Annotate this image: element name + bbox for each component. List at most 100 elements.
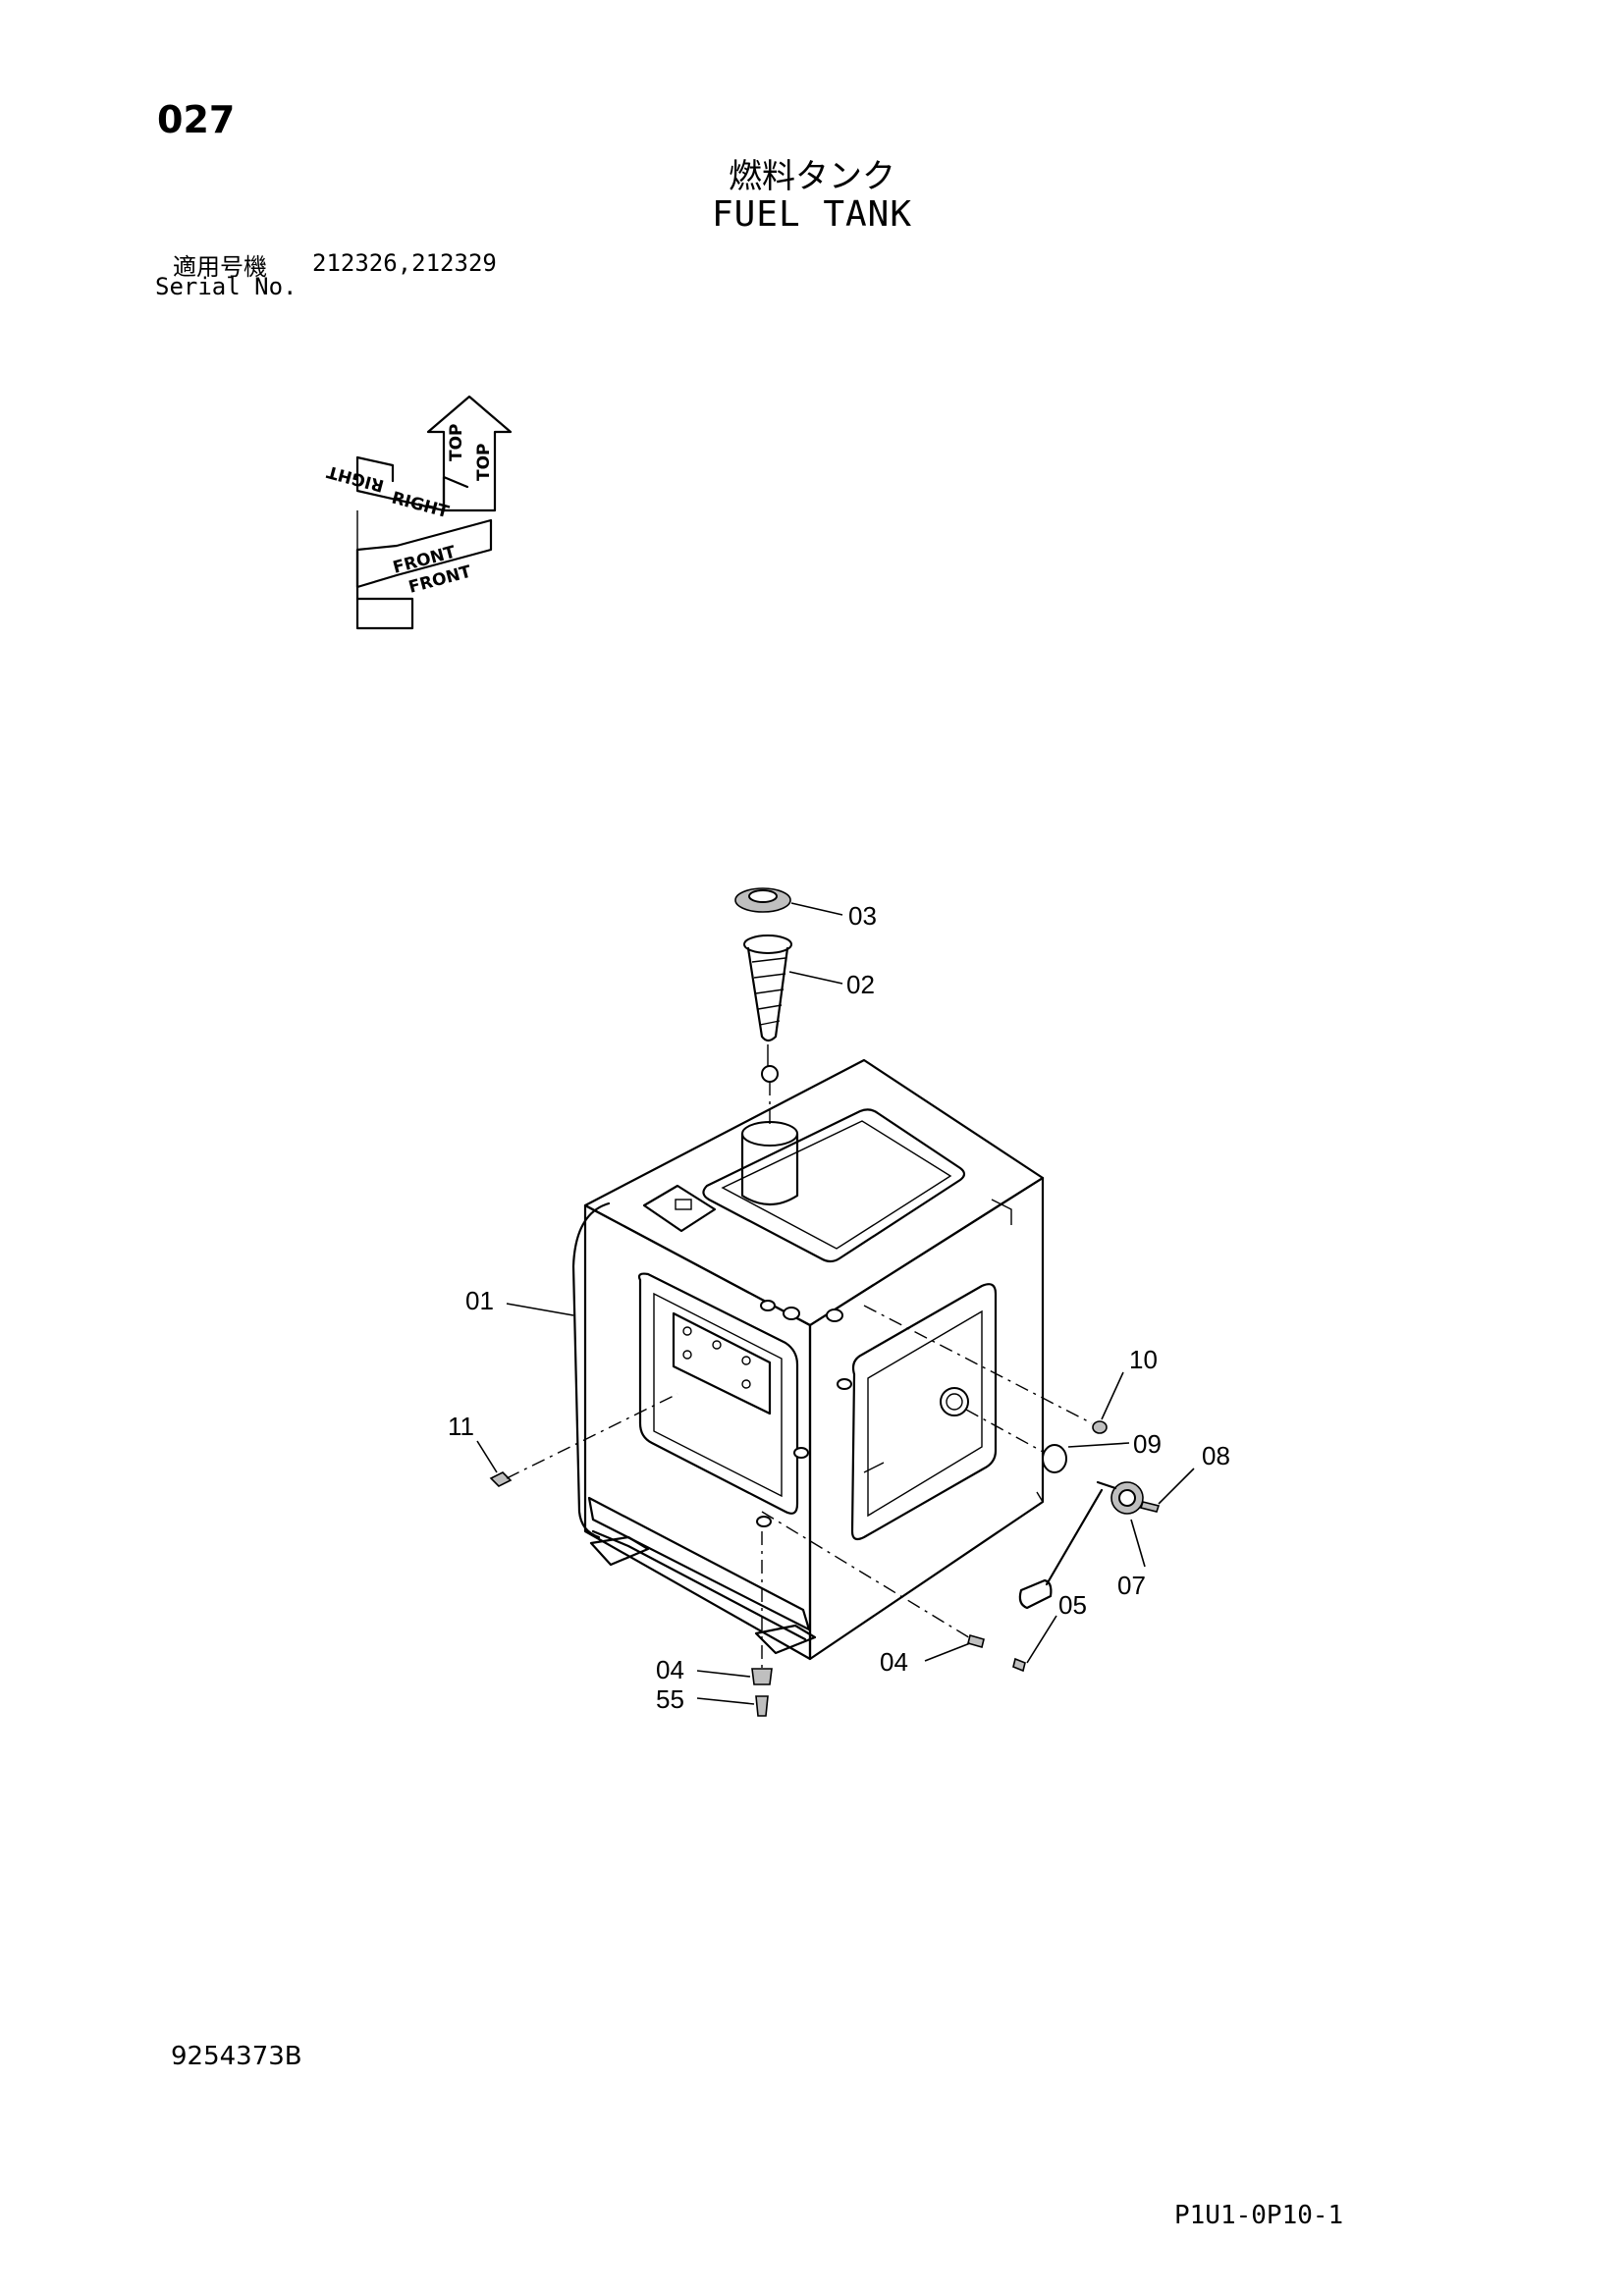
top-inspection-cover xyxy=(702,1108,966,1263)
skid-lower-edge xyxy=(591,1529,807,1641)
front-arrow-base xyxy=(355,548,414,630)
title-japanese: 燃料タンク xyxy=(729,157,895,196)
fitting-04-right xyxy=(967,1634,985,1648)
gauge-float xyxy=(1018,1578,1053,1610)
bolt-11-centerline xyxy=(506,1393,678,1479)
tank-front-edge xyxy=(571,1201,611,1539)
screw-08 xyxy=(1139,1501,1161,1513)
drain-centerline xyxy=(761,1511,973,1640)
top-bracket xyxy=(642,1184,717,1233)
title-english: FUEL TANK xyxy=(711,194,913,235)
strainer-ring xyxy=(761,1065,779,1083)
top-arrow xyxy=(426,395,513,512)
leader-04-bottom xyxy=(696,1670,751,1678)
strainer-body xyxy=(746,946,789,1042)
page-number: 027 xyxy=(157,98,236,141)
callout-04-right: 04 xyxy=(880,1647,908,1677)
callout-02: 02 xyxy=(846,970,875,999)
leader-05 xyxy=(1026,1615,1057,1664)
right-label-1: RIGHT xyxy=(325,461,387,496)
leader-09 xyxy=(1067,1442,1130,1448)
serial-numbers: 212326,212329 xyxy=(312,249,497,277)
top-cover-inner xyxy=(721,1120,952,1250)
top-arrow-edge xyxy=(468,396,512,433)
gasket-centerline xyxy=(965,1409,1046,1454)
plate-bolt xyxy=(682,1326,692,1336)
tank-right-face xyxy=(808,1176,1045,1661)
bottom-skid xyxy=(587,1496,811,1631)
fuel-tank-body xyxy=(571,1058,1045,1661)
weld-mark xyxy=(863,1462,1044,1503)
gasket-09 xyxy=(1042,1444,1067,1473)
gauge-port-inner xyxy=(946,1393,963,1411)
plug-10 xyxy=(1092,1420,1108,1434)
leader-08 xyxy=(1158,1468,1195,1505)
drawing-number: 9254373B xyxy=(171,2042,302,2071)
boss xyxy=(783,1307,800,1320)
filler-neck xyxy=(740,1132,799,1206)
callout-10: 10 xyxy=(1129,1345,1158,1374)
strainer-top xyxy=(743,934,792,954)
plate-bolt xyxy=(682,1350,692,1360)
boss xyxy=(756,1516,772,1527)
callout-55: 55 xyxy=(656,1684,684,1714)
callout-01: 01 xyxy=(465,1286,494,1315)
plug-10-centerline xyxy=(863,1305,1093,1424)
right-label-2: RIGHT xyxy=(390,489,452,523)
leader-11 xyxy=(476,1440,498,1473)
boss xyxy=(793,1447,809,1459)
fuel-cap-center xyxy=(748,889,778,903)
top-label-2: TOP xyxy=(474,443,494,481)
top-lug-right xyxy=(991,1199,1012,1225)
serial-label-english: Serial No. xyxy=(155,273,298,300)
callout-11: 11 xyxy=(448,1412,474,1441)
left-inspection-window xyxy=(637,1272,799,1515)
fitting-04-bottom xyxy=(751,1668,773,1685)
leader-01 xyxy=(506,1303,574,1316)
mounting-foot-front xyxy=(754,1624,817,1655)
fitting-55 xyxy=(755,1695,769,1717)
mounting-foot-left xyxy=(589,1535,650,1567)
callout-04-bottom: 04 xyxy=(656,1655,684,1684)
exploded-parts xyxy=(489,887,1161,1717)
plate-bolt xyxy=(712,1340,722,1350)
callout-07: 07 xyxy=(1117,1571,1146,1600)
tank-top-face xyxy=(583,1058,1045,1327)
leader-10 xyxy=(1101,1371,1124,1420)
leader-55 xyxy=(696,1697,755,1705)
right-arrow xyxy=(355,455,469,512)
callouts: 03 02 01 10 11 09 08 07 05 04 04 55 xyxy=(448,901,1230,1714)
leader-07 xyxy=(1130,1519,1146,1568)
right-arrow-head xyxy=(355,455,395,483)
gauge-float-arm xyxy=(1045,1480,1117,1586)
gauge-port xyxy=(940,1387,969,1416)
callout-08: 08 xyxy=(1202,1441,1230,1470)
boss xyxy=(837,1378,852,1390)
leader-04-right xyxy=(924,1642,971,1662)
filler-neck-top xyxy=(741,1121,798,1147)
boss xyxy=(826,1308,843,1322)
strainer-mesh xyxy=(751,957,786,1026)
top-bracket-hole xyxy=(675,1199,692,1210)
orientation-indicator: TOP TOP RIGHT RIGHT FRONT FRONT xyxy=(325,395,513,630)
callout-09: 09 xyxy=(1133,1429,1162,1459)
callout-05: 05 xyxy=(1058,1590,1087,1620)
left-window-inner xyxy=(653,1292,783,1498)
plate-bolt xyxy=(741,1379,751,1389)
leader-02 xyxy=(788,971,843,985)
serial-label-japanese: 適用号機 xyxy=(173,253,267,281)
plate-bolt xyxy=(741,1356,751,1365)
bolt-11 xyxy=(489,1471,513,1487)
leader-03 xyxy=(790,902,843,916)
callout-03: 03 xyxy=(848,901,877,931)
level-gauge-face xyxy=(1118,1489,1136,1507)
tank-left-face xyxy=(583,1203,812,1661)
mounting-plate xyxy=(672,1311,772,1415)
leader-lines xyxy=(476,902,1195,1705)
plug-05 xyxy=(1012,1657,1026,1673)
sheet-code: P1U1-0P10-1 xyxy=(1174,2201,1344,2230)
boss xyxy=(760,1300,776,1311)
top-label-1: TOP xyxy=(447,423,466,461)
right-inspection-window xyxy=(850,1283,998,1541)
